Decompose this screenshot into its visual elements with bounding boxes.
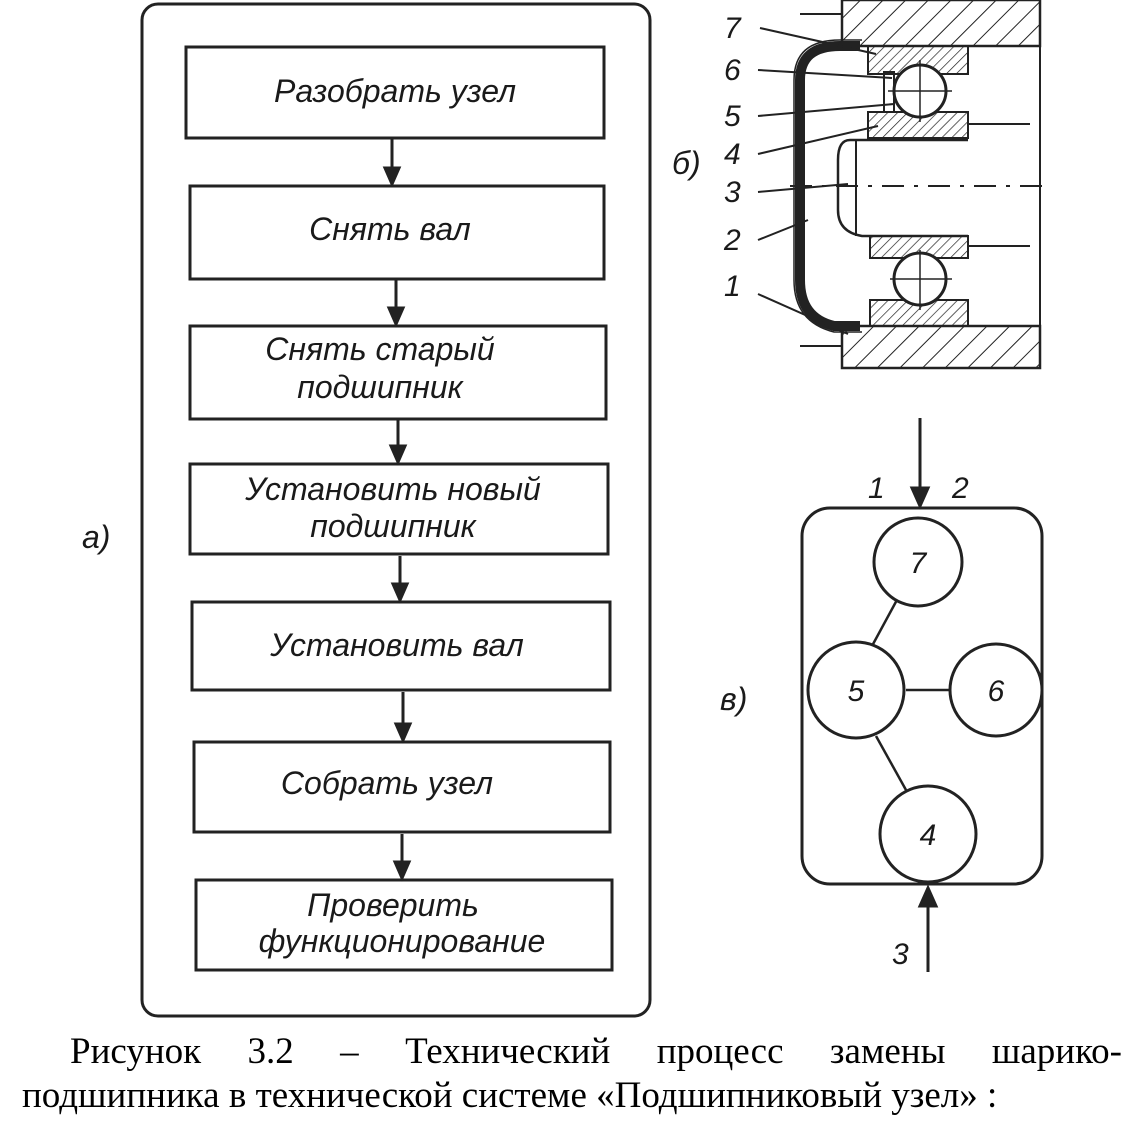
callout-number: 5 <box>724 100 741 133</box>
graph-node-6: 6 <box>948 642 1044 738</box>
graph-node-5: 5 <box>806 640 906 740</box>
callout-number: 1 <box>724 270 741 303</box>
graph-input-arrow <box>909 418 931 510</box>
flow-step-label: Собрать узел <box>281 765 493 801</box>
flow-step-label: Установить вал <box>269 627 524 663</box>
panel-label-v: в) <box>720 681 747 717</box>
flow-arrow <box>382 139 402 188</box>
graph-node-label: 7 <box>910 547 928 580</box>
flow-step-3: Снять старый подшипник <box>188 324 608 421</box>
flow-step-box <box>188 324 608 421</box>
graph-node-label: 6 <box>988 675 1005 708</box>
flow-step-5: Установить вал <box>190 600 612 692</box>
graph-input-label: 1 <box>868 472 885 505</box>
flow-step-box <box>188 184 606 281</box>
flow-step-label-line2: подшипник <box>310 508 477 544</box>
callout-number: 4 <box>724 138 741 171</box>
graph-input-label: 2 <box>951 472 969 505</box>
graph-output-arrow <box>917 884 939 972</box>
graph-node-label: 5 <box>848 675 865 708</box>
flowchart-frame <box>140 2 652 1018</box>
flow-step-label-line1: Проверить <box>307 887 479 923</box>
flow-step-4: Установить новый подшипник <box>188 462 610 556</box>
shaft <box>836 138 968 238</box>
flow-step-box <box>194 878 614 972</box>
flow-step-label-line1: Установить новый <box>244 471 541 507</box>
graph-edges <box>870 597 950 791</box>
graph-node-label: 4 <box>920 819 937 852</box>
callout-number: 6 <box>724 54 741 87</box>
bearing-drawing-panel: 7 6 5 4 3 2 1 б) <box>672 0 1050 370</box>
flowchart-panel: Разобрать узел Снять вал Снять старый по… <box>82 2 652 1018</box>
flow-step-label: Разобрать узел <box>274 73 516 109</box>
callout-leaders <box>757 27 895 335</box>
figure-caption: Рисунок 3.2 – Технический процесс замены… <box>22 1030 1122 1118</box>
bearing-upper <box>867 45 969 139</box>
graph-panel: 1 2 3 7 5 6 4 в) <box>720 418 1044 972</box>
flow-step-box <box>184 45 606 140</box>
flow-step-box <box>192 740 612 834</box>
flow-step-box <box>188 462 610 556</box>
panel-label-a: а) <box>82 519 110 555</box>
flow-arrow <box>388 420 408 466</box>
callout-number: 7 <box>724 12 742 45</box>
callout-numbers: 7 6 5 4 3 2 1 <box>723 12 742 303</box>
housing-top <box>800 0 1042 48</box>
bearing-lower <box>869 235 969 327</box>
flow-step-label: Снять вал <box>309 211 471 247</box>
callout-number: 3 <box>724 176 741 209</box>
graph-output-label: 3 <box>892 938 909 971</box>
flow-arrow <box>386 280 406 328</box>
flow-step-2: Снять вал <box>188 184 606 281</box>
flow-step-label-line2: подшипник <box>297 369 464 405</box>
flow-step-label-line1: Снять старый <box>265 331 495 367</box>
flow-arrow <box>390 556 410 604</box>
graph-node-7: 7 <box>872 516 964 608</box>
graph-node-4: 4 <box>878 784 978 884</box>
caption-line-1: Рисунок 3.2 – Технический процесс замены… <box>70 1031 1122 1072</box>
flow-step-label-line2: функционирование <box>259 923 546 959</box>
flow-arrow <box>392 834 412 882</box>
flow-step-7: Проверить функционирование <box>194 878 614 972</box>
flow-step-1: Разобрать узел <box>184 45 606 140</box>
caption-line-2: подшипника в технической системе «Подшип… <box>22 1075 998 1116</box>
flow-step-6: Собрать узел <box>192 740 612 834</box>
panel-label-b: б) <box>672 145 701 181</box>
flow-step-box <box>190 600 612 692</box>
callout-number: 2 <box>723 224 741 257</box>
flow-arrow <box>393 692 413 744</box>
